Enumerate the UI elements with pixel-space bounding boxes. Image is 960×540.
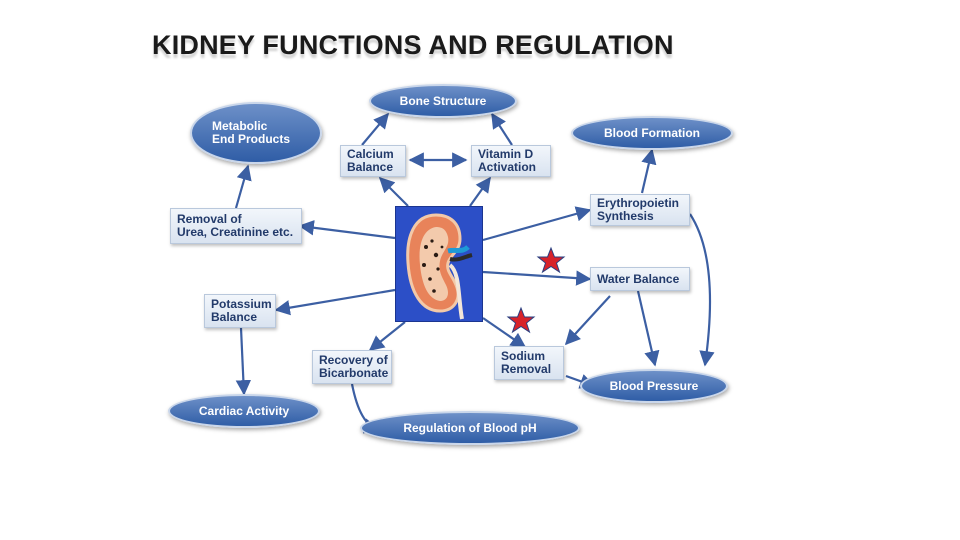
node-label: Water Balance <box>597 271 680 286</box>
arrow-kidney-to-bicarbonate <box>368 321 406 351</box>
arrow-kidney-to-erythropoietin <box>482 206 592 242</box>
arrow-kidney-to-removal <box>298 220 396 240</box>
node-blood-pressure: Blood Pressure <box>580 369 728 403</box>
arrow-potassium-to-cardiac <box>235 327 252 396</box>
arrow-kidney-to-water-balance <box>482 270 592 286</box>
node-cardiac-activity: Cardiac Activity <box>168 394 320 428</box>
node-label: Recovery of Bicarbonate <box>319 353 389 380</box>
kidney-icon <box>406 213 473 320</box>
node-regulation-of-blood-ph: Regulation of Blood pH <box>360 411 580 445</box>
node-label: Cardiac Activity <box>198 403 290 418</box>
node-label: Regulation of Blood pH <box>403 420 537 435</box>
node-potassium-balance: Potassium Balance <box>204 294 276 328</box>
node-vitamin-d-activation: Vitamin D Activation <box>471 145 551 177</box>
node-label: Blood Formation <box>604 125 700 140</box>
node-label: Metabolic End Products <box>212 119 291 146</box>
arrow-blood-pressure-from-erythro <box>689 213 715 367</box>
node-label: Erythropoietin Synthesis <box>597 196 680 223</box>
node-calcium-balance: Calcium Balance <box>340 145 406 177</box>
star-icon <box>536 246 566 274</box>
node-metabolic-end-products: Metabolic End Products <box>190 102 322 164</box>
node-bone-structure: Bone Structure <box>369 84 517 118</box>
arrow-kidney-to-sodium <box>482 317 527 348</box>
node-label: Bone Structure <box>399 93 487 108</box>
node-sodium-removal: Sodium Removal <box>494 346 564 380</box>
kidney-illustration <box>395 206 483 322</box>
page-title: KIDNEY FUNCTIONS AND REGULATION <box>152 30 674 60</box>
node-label: Vitamin D Activation <box>478 147 537 174</box>
node-water-balance: Water Balance <box>590 267 690 291</box>
arrow-water-to-sodium <box>564 295 611 346</box>
node-label: Removal of Urea, Creatinine etc. <box>177 212 294 239</box>
node-removal-of-urea: Removal of Urea, Creatinine etc. <box>170 208 302 244</box>
arrow-removal-to-metabolic <box>234 164 252 209</box>
arrow-kidney-to-calcium <box>378 176 409 207</box>
arrow-erythro-to-blood-formation <box>640 148 657 194</box>
arrow-calcium-to-bone <box>361 112 389 146</box>
node-label: Potassium Balance <box>211 297 272 324</box>
node-label: Blood Pressure <box>609 378 699 393</box>
arrow-kidney-to-potassium <box>274 288 396 316</box>
node-recovery-of-bicarbonate: Recovery of Bicarbonate <box>312 350 392 384</box>
node-erythropoietin-synthesis: Erythropoietin Synthesis <box>590 194 690 226</box>
arrow-water-to-blood-pressure <box>636 290 660 367</box>
arrow-vitamin-d-to-bone <box>491 112 513 146</box>
node-blood-formation: Blood Formation <box>571 116 733 150</box>
arrow-kidney-to-vitamin-d <box>469 176 491 207</box>
node-label: Sodium Removal <box>501 349 552 376</box>
star-icon <box>506 306 536 334</box>
node-label: Calcium Balance <box>347 147 394 174</box>
